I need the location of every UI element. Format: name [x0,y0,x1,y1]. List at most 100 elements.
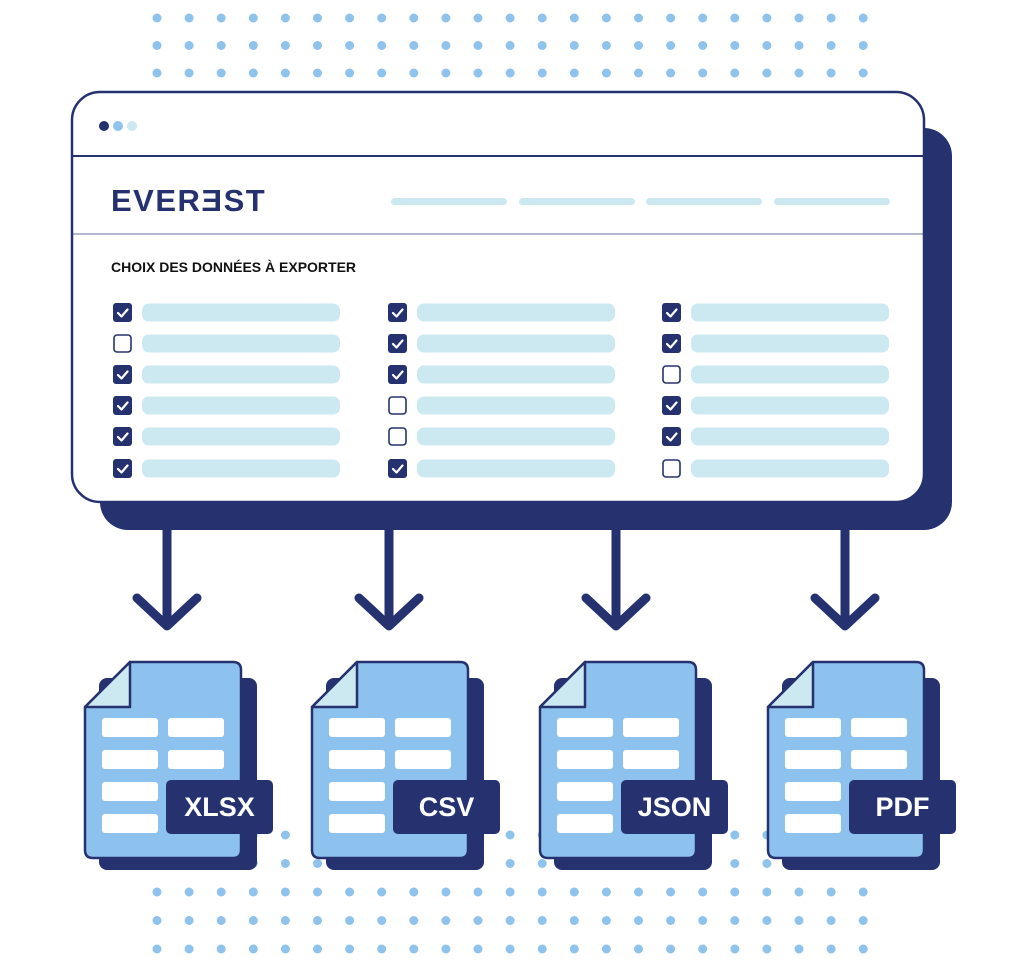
checkbox-box [113,396,132,415]
check-icon [391,370,404,380]
export-file-xlsx[interactable]: XLSX [83,660,273,870]
nav-link-placeholder[interactable] [391,198,507,205]
pattern-dot [313,916,322,925]
checkbox-checked[interactable] [388,303,407,322]
format-label: CSV [419,792,475,822]
pattern-dot [345,13,355,23]
pattern-dot [634,944,643,954]
pattern-dot [505,830,515,840]
checkbox-checked[interactable] [662,303,681,322]
checkbox-box [388,365,407,384]
checkbox-checked[interactable] [388,334,407,353]
checkbox-checked[interactable] [113,459,132,478]
pattern-dot [313,68,322,78]
nav-link-placeholder[interactable] [646,198,762,205]
pattern-dot [569,944,579,954]
pattern-dot [666,887,676,897]
checkbox-unchecked[interactable] [662,459,681,478]
pattern-dot [634,41,643,50]
pattern-dot [794,916,804,925]
dot-pattern-top [152,13,868,78]
file-table-cell [102,750,158,769]
file-folded-corner [83,660,132,709]
pattern-dot [345,916,355,925]
pattern-dot [184,68,194,78]
file-table-cell [557,750,613,769]
pattern-dot [152,41,162,50]
file-table-cell [395,718,451,737]
file-table-cell [623,750,679,769]
checkbox-checked[interactable] [388,365,407,384]
export-file-json[interactable]: JSON [538,660,728,870]
checkbox-checked[interactable] [662,427,681,446]
field-label-placeholder [142,396,340,415]
checkbox-unchecked[interactable] [388,427,407,446]
export-file-pdf[interactable]: PDF [766,660,956,870]
pattern-dot [634,887,643,897]
pattern-dot [216,13,226,23]
checkbox-unchecked[interactable] [662,365,681,384]
checklist-row [662,459,889,478]
pattern-dot [473,944,483,954]
pattern-dot [152,944,162,954]
pattern-dot [794,68,804,78]
check-icon [116,370,129,380]
pattern-dot [537,859,547,868]
checkbox-checked[interactable] [113,303,132,322]
checkbox-unchecked[interactable] [113,334,132,353]
pattern-dot [377,13,387,23]
nav-link-placeholder[interactable] [519,198,635,205]
checkbox-checked[interactable] [113,396,132,415]
pattern-dot [441,13,451,23]
data-checklist [113,303,889,478]
field-label-placeholder [691,334,889,353]
field-label-placeholder [417,427,615,446]
checkbox-checked[interactable] [113,427,132,446]
field-label-placeholder [691,396,889,415]
pattern-dot [858,68,868,78]
pattern-dot [184,41,194,50]
pattern-dot [184,13,194,23]
checkbox-box [662,303,681,322]
checkbox-box [388,334,407,353]
pattern-dot [762,859,772,868]
pattern-dot [152,13,162,23]
file-table-cell [329,718,385,737]
checklist-row [662,396,889,415]
pattern-dot [858,944,868,954]
pattern-dot [698,68,708,78]
checkbox-unchecked[interactable] [388,396,407,415]
pattern-dot [826,68,836,78]
pattern-dot [601,944,611,954]
export-file-csv[interactable]: CSV [310,660,500,870]
pattern-dot [537,41,547,50]
pattern-dot [730,944,740,954]
field-label-placeholder [417,334,615,353]
file-table-cell [329,782,385,801]
checkbox-checked[interactable] [662,334,681,353]
checkbox-checked[interactable] [113,365,132,384]
pattern-dot [377,41,387,50]
pattern-dot [184,887,194,897]
pattern-dot [730,41,740,50]
format-badge [621,780,728,834]
pattern-dot [505,916,515,925]
field-label-placeholder [691,365,889,384]
pattern-dot [601,68,611,78]
pattern-dot [730,859,740,868]
field-label-placeholder [142,303,340,322]
checkbox-checked[interactable] [662,396,681,415]
pattern-dot [794,13,804,23]
pattern-dot [634,68,643,78]
pattern-dot [505,859,515,868]
checklist-row [113,459,340,478]
pattern-dot [826,13,836,23]
checklist-row [388,427,615,446]
file-table-cell [557,718,613,737]
checkbox-checked[interactable] [388,459,407,478]
checkbox-box [662,365,681,384]
pattern-dot [345,887,355,897]
file-table-cell [168,750,224,769]
nav-link-placeholder[interactable] [774,198,890,205]
pattern-dot [248,887,258,897]
